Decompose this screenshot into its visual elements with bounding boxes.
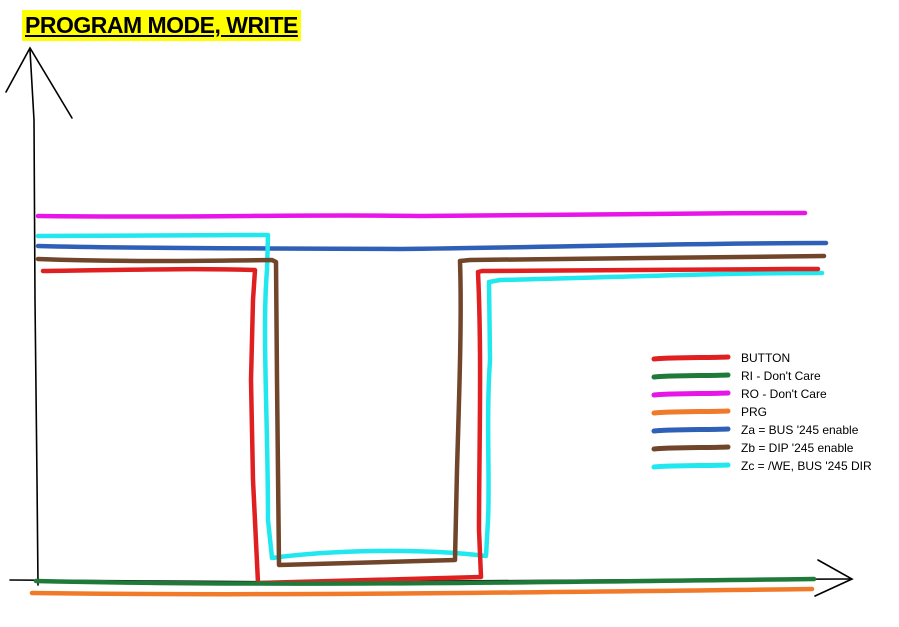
legend-item: RI - Don't Care xyxy=(651,369,821,383)
legend-item: Zc = /WE, BUS '245 DIR xyxy=(651,459,872,473)
legend-item: RO - Don't Care xyxy=(651,387,827,401)
legend-swatch xyxy=(651,462,731,470)
legend-label: Zc = /WE, BUS '245 DIR xyxy=(741,459,872,473)
ri-trace xyxy=(33,576,817,586)
zc-trace xyxy=(35,232,825,561)
button-trace xyxy=(40,266,821,586)
legend-swatch xyxy=(651,372,731,380)
za-trace xyxy=(35,240,829,252)
legend-swatch xyxy=(651,444,731,452)
axes xyxy=(5,46,854,597)
legend-swatch xyxy=(651,426,731,434)
legend-swatch xyxy=(651,354,731,362)
legend-label: RO - Don't Care xyxy=(741,387,827,401)
prg-trace xyxy=(29,586,815,597)
legend-label: RI - Don't Care xyxy=(741,369,821,383)
legend-label: Za = BUS '245 enable xyxy=(741,423,859,437)
legend-label: BUTTON xyxy=(741,351,790,365)
zb-trace xyxy=(35,253,827,568)
y-axis-arrowhead xyxy=(5,46,73,119)
legend-item: PRG xyxy=(651,405,767,419)
legend-swatch xyxy=(651,408,731,416)
x-axis-arrowhead xyxy=(814,559,854,597)
diagram-title: PROGRAM MODE, WRITE xyxy=(22,10,301,41)
legend-label: PRG xyxy=(741,405,767,419)
legend-item: Zb = DIP '245 enable xyxy=(651,441,854,455)
legend-swatch xyxy=(651,390,731,398)
legend-label: Zb = DIP '245 enable xyxy=(741,441,854,455)
legend-item: Za = BUS '245 enable xyxy=(651,423,859,437)
signal-traces xyxy=(29,210,829,597)
legend-item: BUTTON xyxy=(651,351,790,365)
y-axis xyxy=(29,49,39,586)
ro-trace xyxy=(35,210,808,219)
